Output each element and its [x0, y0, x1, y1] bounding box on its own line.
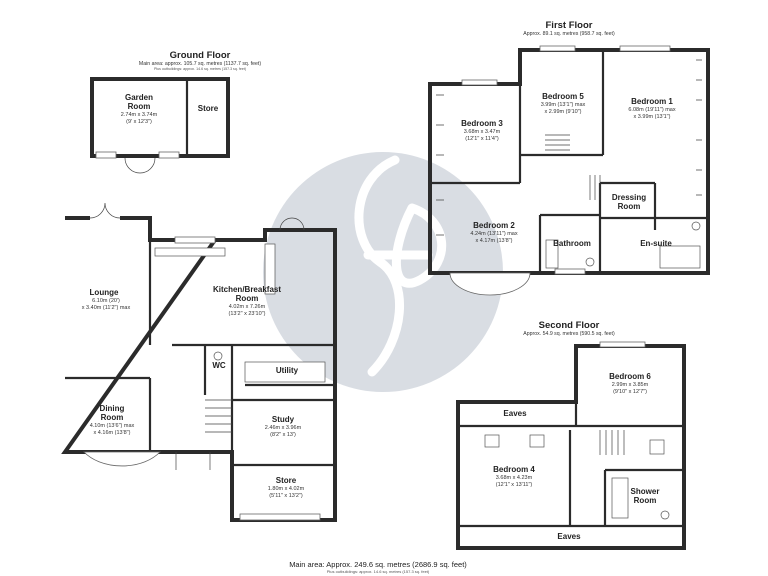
agency-logo-icon: [263, 152, 503, 392]
lounge-dim-2: x 3.40m (11'2") max: [82, 305, 131, 311]
bedroom6-name: Bedroom 6: [609, 372, 651, 381]
first-floor-title: First Floor: [546, 20, 593, 31]
lounge-dim-1: 6.10m (20'): [92, 298, 120, 304]
dressing-room-name-2: Room: [618, 202, 641, 211]
first-floor-plan: [428, 45, 710, 296]
outbuilding: [90, 77, 230, 174]
garden-room-dim-2: (9' x 12'3"): [126, 119, 152, 125]
ground-floor-sub: Plus outbuildings: approx. 14.6 sq. metr…: [154, 67, 246, 71]
second-floor-plan: [456, 341, 686, 550]
shower-room-name-2: Room: [634, 496, 657, 505]
bathroom-name: Bathroom: [553, 239, 591, 248]
lounge-name: Lounge: [90, 288, 119, 297]
bedroom3-dim-2: (12'1" x 11'4"): [465, 136, 499, 142]
dressing-room-name-1: Dressing: [612, 193, 646, 202]
bedroom6-dim-2: (9'10" x 12'7"): [613, 389, 647, 395]
garden-room-dim-1: 2.74m x 3.74m: [121, 112, 158, 118]
bedroom1-name: Bedroom 1: [631, 97, 673, 106]
garden-room-name-1: Garden: [125, 93, 153, 102]
bedroom3-dim-1: 3.68m x 3.47m: [464, 129, 501, 135]
garden-room-name-2: Room: [128, 102, 151, 111]
bedroom5-dim-1: 3.99m (13'1") max: [541, 102, 586, 108]
second-floor-title: Second Floor: [539, 320, 600, 331]
bedroom6-dim-1: 2.99m x 3.85m: [612, 382, 649, 388]
bedroom2-dim-2: x 4.17m (13'8"): [476, 238, 513, 244]
eaves-bottom-name: Eaves: [557, 532, 581, 541]
dining-name-1: Dining: [100, 404, 125, 413]
kitchen-dim-2: (13'2" x 23'10"): [229, 311, 266, 317]
total-area-main: Main area: Approx. 249.6 sq. metres (268…: [289, 560, 467, 569]
bedroom3-name: Bedroom 3: [461, 119, 503, 128]
dining-name-2: Room: [101, 413, 124, 422]
bedroom5-dim-2: x 2.99m (9'10"): [545, 109, 582, 115]
bedroom4-name: Bedroom 4: [493, 465, 535, 474]
store-dim-2: (5'11" x 13'2"): [269, 493, 303, 499]
ground-floor-plan: [61, 202, 337, 522]
bedroom4-dim-1: 3.68m x 4.23m: [496, 475, 533, 481]
shower-room-name-1: Shower: [631, 487, 660, 496]
bedroom2-name: Bedroom 2: [473, 221, 515, 230]
second-floor-area: Approx. 54.9 sq. metres (590.5 sq. feet): [523, 331, 615, 337]
eaves-top-name: Eaves: [503, 409, 527, 418]
ensuite-name: En-suite: [640, 239, 672, 248]
store-dim-1: 1.80m x 4.02m: [268, 486, 305, 492]
wc-name: WC: [212, 361, 226, 370]
kitchen-name-2: Room: [236, 294, 259, 303]
kitchen-name-1: Kitchen/Breakfast: [213, 285, 281, 294]
bedroom1-dim-2: x 3.99m (13'1"): [634, 114, 671, 120]
first-floor-area: Approx. 89.1 sq. metres (958.7 sq. feet): [523, 31, 615, 37]
total-area-sub: Plus outbuildings: approx. 14.6 sq. metr…: [327, 569, 430, 574]
bedroom4-dim-2: (12'1" x 13'11"): [496, 482, 533, 488]
ground-floor-area: Main area: approx. 105.7 sq. metres (113…: [139, 61, 261, 67]
dining-dim-1: 4.10m (13'6") max: [90, 423, 135, 429]
bedroom2-dim-1: 4.24m (13'11") max: [470, 231, 517, 237]
dining-dim-2: x 4.16m (13'8"): [94, 430, 131, 436]
study-dim-1: 2.46m x 3.96m: [265, 425, 302, 431]
ground-floor-title: Ground Floor: [170, 50, 231, 61]
bedroom5-name: Bedroom 5: [542, 92, 584, 101]
study-dim-2: (8'2" x 13'): [270, 432, 296, 438]
kitchen-dim-1: 4.02m x 7.26m: [229, 304, 266, 310]
store-name: Store: [276, 476, 297, 485]
bedroom1-dim-1: 6.08m (19'11") max: [628, 107, 675, 113]
outbuilding-store-name: Store: [198, 104, 219, 113]
utility-name: Utility: [276, 366, 299, 375]
study-name: Study: [272, 415, 295, 424]
